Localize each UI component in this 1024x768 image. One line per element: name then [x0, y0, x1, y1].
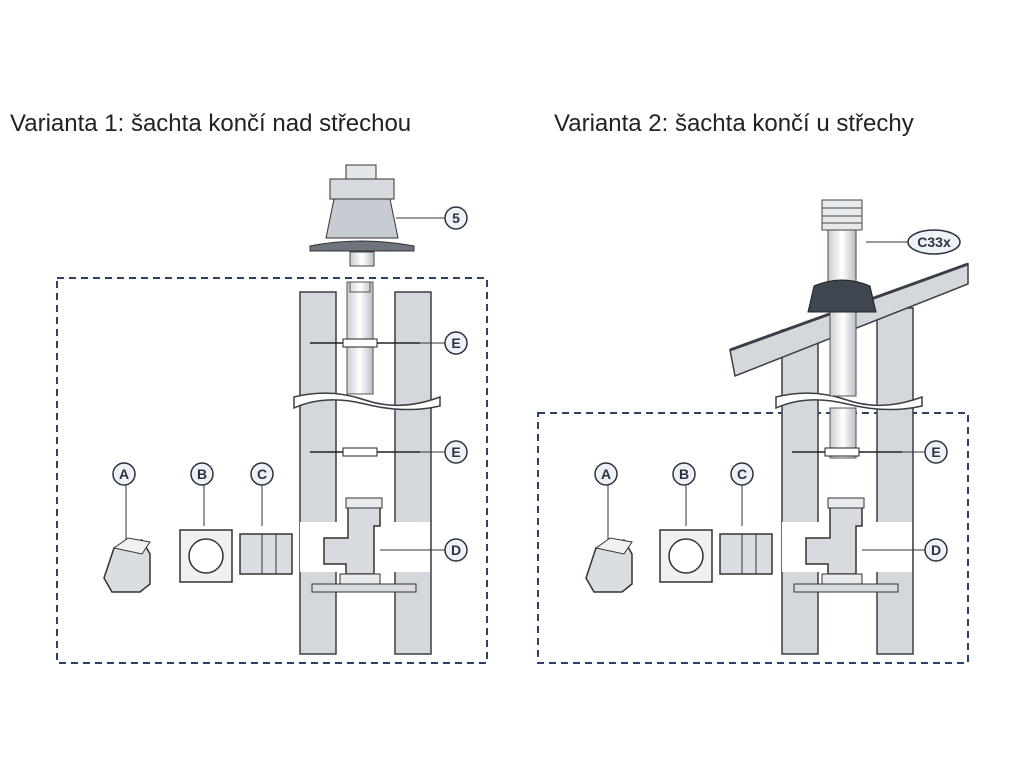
label-5: 5: [444, 206, 468, 230]
variant-2-boundary: [537, 412, 969, 664]
svg-text:C: C: [737, 466, 747, 482]
svg-text:D: D: [931, 542, 941, 558]
spacer-lower: [342, 447, 378, 457]
variant-2-title: Varianta 2: šachta končí u střechy: [554, 110, 914, 137]
label-b-1: B: [190, 462, 214, 486]
svg-text:D: D: [451, 542, 461, 558]
svg-text:B: B: [679, 466, 689, 482]
flue-pipe-2: [829, 299, 857, 397]
label-a-1: A: [112, 462, 136, 486]
label-c33x: C33x: [907, 229, 961, 255]
label-c-2: C: [730, 462, 754, 486]
variant-1-title: Varianta 1: šachta končí nad střechou: [10, 110, 412, 137]
svg-text:E: E: [931, 444, 940, 460]
sleeve-c: [239, 533, 293, 575]
shaft-break: [293, 392, 441, 411]
svg-text:B: B: [197, 466, 207, 482]
roof-terminal-c33x: [807, 199, 877, 313]
svg-text:E: E: [451, 444, 460, 460]
sleeve-c-2: [719, 533, 773, 575]
label-c-1: C: [250, 462, 274, 486]
label-e-1-lower: E: [444, 440, 468, 464]
svg-text:E: E: [451, 335, 460, 351]
elbow-a-2: [585, 537, 633, 593]
label-d-2: D: [924, 538, 948, 562]
svg-text:C: C: [257, 466, 267, 482]
svg-text:5: 5: [452, 210, 460, 226]
label-d-1: D: [444, 538, 468, 562]
shaft-wall-left-2: [781, 329, 819, 655]
variant-1-diagram: A B C 5 E E D: [56, 164, 488, 664]
elbow-a: [103, 537, 151, 593]
label-e-2: E: [924, 440, 948, 464]
svg-text:C33x: C33x: [917, 234, 951, 250]
label-e-1-upper: E: [444, 331, 468, 355]
flue-pipe: [346, 281, 374, 395]
wall-plate-b-2: [659, 529, 713, 583]
shaft-wall-left: [299, 291, 337, 655]
flue-unit-d-2: [782, 497, 912, 593]
spacer-2: [824, 447, 860, 457]
label-a-2: A: [594, 462, 618, 486]
variant-2-diagram: A B C C33x E D: [537, 199, 969, 664]
roof-terminal: [309, 164, 415, 267]
svg-text:A: A: [601, 466, 611, 482]
shaft-wall-right: [394, 291, 432, 655]
shaft-break-2: [775, 392, 923, 411]
svg-text:A: A: [119, 466, 129, 482]
label-b-2: B: [672, 462, 696, 486]
flue-unit-d: [300, 497, 430, 593]
spacer-upper: [342, 338, 378, 348]
shaft-wall-right-2: [876, 307, 914, 655]
wall-plate-b: [179, 529, 233, 583]
